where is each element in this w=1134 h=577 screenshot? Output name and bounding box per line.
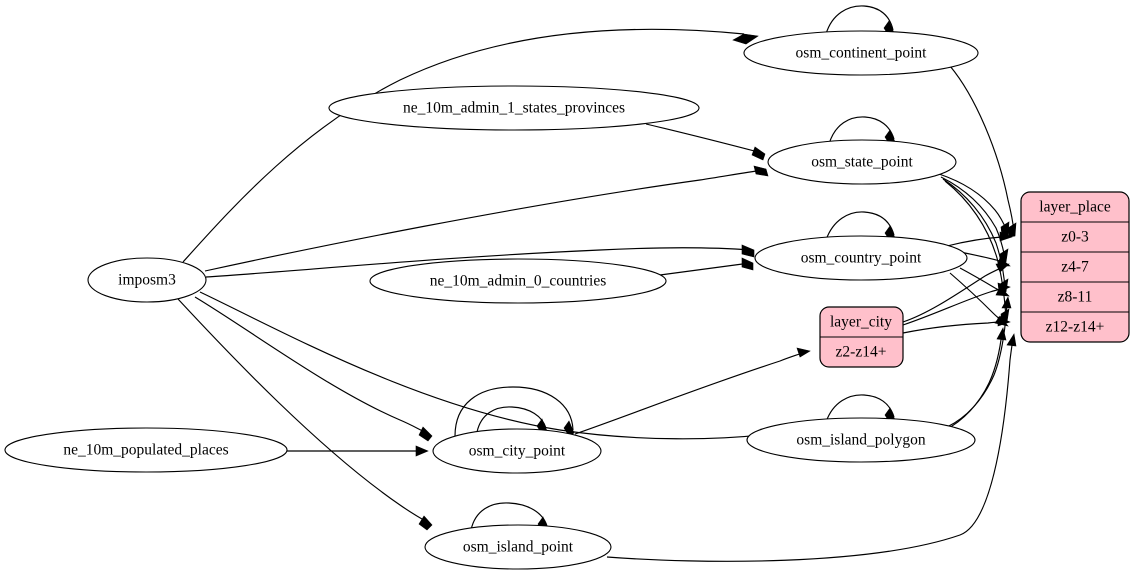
record-title-layer_place: layer_place: [1039, 199, 1111, 216]
record-node-layer_place[interactable]: layer_place z0-3 z4-7 z8-11 z12-z14+: [1020, 191, 1130, 343]
edge-imposm3-to-osm_continent_point: [182, 28, 759, 263]
node-ne_10m_admin_0_countries[interactable]: ne_10m_admin_0_countries: [369, 258, 667, 304]
node-label-ne_10m_admin_0_countries: ne_10m_admin_0_countries: [430, 273, 607, 290]
node-label-osm_island_point: osm_island_point: [463, 539, 574, 556]
edge-layer_city-to-layer_place-z8-11: [902, 282, 1011, 326]
edge-imposm3-to-osm_country_point: [205, 244, 755, 278]
node-osm_country_point[interactable]: osm_country_point: [754, 235, 968, 281]
edge-ne_10m_populated_places-to-osm_city_point: [287, 445, 429, 457]
record-title-layer_city: layer_city: [830, 314, 892, 331]
node-osm_city_point[interactable]: osm_city_point: [432, 428, 602, 474]
edge-osm_city_point-to-layer_city: [574, 347, 811, 435]
record-row-layer_place-z12-z14[interactable]: z12-z14+: [1046, 319, 1105, 336]
record-row-layer_place-z0-3[interactable]: z0-3: [1061, 229, 1089, 246]
node-osm_island_polygon[interactable]: osm_island_polygon: [746, 417, 976, 463]
node-label-osm_continent_point: osm_continent_point: [796, 45, 928, 62]
node-label-osm_country_point: osm_country_point: [801, 250, 922, 267]
edge-ne_10m_admin_1_states_provinces-to-osm_state_point: [645, 123, 766, 161]
record-row-layer_place-z8-11[interactable]: z8-11: [1058, 289, 1093, 306]
edge-layer: [177, 5, 1017, 562]
node-label-osm_island_polygon: osm_island_polygon: [796, 432, 925, 449]
node-osm_state_point[interactable]: osm_state_point: [767, 139, 957, 185]
edge-imposm3-to-osm_island_point: [177, 298, 433, 531]
node-osm_island_point[interactable]: osm_island_point: [424, 524, 612, 570]
record-row-layer_city-z2-z14[interactable]: z2-z14+: [836, 344, 887, 361]
edge-osm_island_point-to-layer_place-z12-z14: [606, 333, 1017, 562]
record-row-layer_place-z4-7[interactable]: z4-7: [1061, 259, 1089, 276]
node-label-osm_state_point: osm_state_point: [811, 154, 913, 171]
node-label-osm_city_point: osm_city_point: [469, 443, 566, 460]
edge-ne_10m_admin_0_countries-to-osm_country_point: [659, 257, 754, 276]
edge-imposm3-to-osm_city_point: [194, 296, 433, 442]
node-label-ne_10m_populated_places: ne_10m_populated_places: [63, 442, 228, 459]
node-osm_continent_point[interactable]: osm_continent_point: [743, 30, 979, 76]
edge-osm_island_polygon-to-layer_place-z12-z14: [944, 327, 1007, 431]
node-ne_10m_admin_1_states_provinces[interactable]: ne_10m_admin_1_states_provinces: [328, 85, 700, 131]
node-label-imposm3: imposm3: [118, 272, 176, 289]
node-ne_10m_populated_places[interactable]: ne_10m_populated_places: [4, 427, 288, 473]
node-label-ne_10m_admin_1_states_provinces: ne_10m_admin_1_states_provinces: [403, 100, 625, 117]
edge-osm_continent_point-to-layer_place-z0-3: [949, 65, 1017, 238]
edge-imposm3-to-osm_island_polygon: [199, 291, 773, 441]
edge-osm_island_polygon-to-layer_place-z8-11: [946, 296, 1012, 428]
edge-layer_city-to-layer_place-z4-7: [902, 263, 1010, 323]
edge-layer_city-to-layer_place-z12-z14: [902, 316, 1011, 334]
edge-osm_country_point-to-layer_place-z0-3: [946, 231, 1013, 247]
record-node-layer: layer_place z0-3 z4-7 z8-11 z12-z14+ lay…: [819, 191, 1130, 368]
node-imposm3[interactable]: imposm3: [87, 257, 207, 303]
edge-imposm3-to-osm_state_point: [204, 165, 769, 272]
node-layer: imposm3 ne_10m_admin_1_states_provinces …: [4, 30, 979, 570]
record-node-layer_city[interactable]: layer_city z2-z14+: [819, 306, 904, 368]
